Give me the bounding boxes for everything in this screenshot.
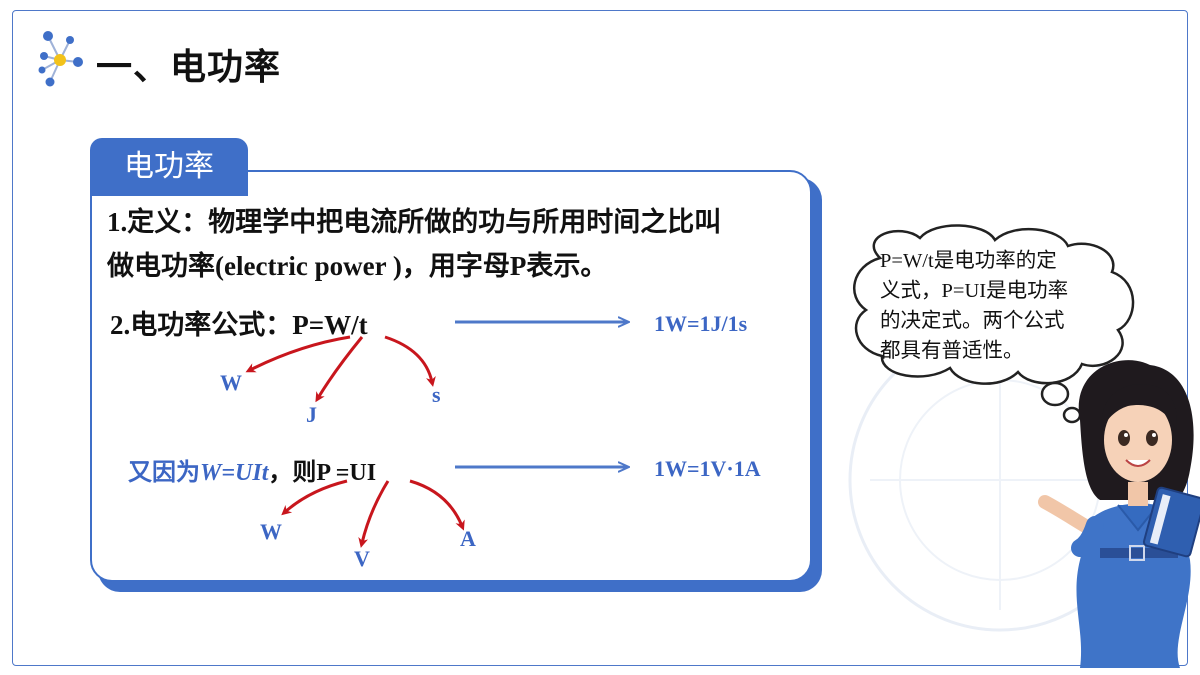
formula-unit-s: s [432,382,441,407]
content-card [90,170,812,582]
definition-line-2: 做电功率(electric power )，用字母P表示。 [107,251,608,281]
derived-prefix: 又因为 [128,460,200,486]
slide-frame [12,10,1188,666]
formula-unit-w: W [220,370,242,395]
formula-unit-j: J [306,402,317,427]
arrow-to-a [409,479,465,531]
arrow-to-j [315,336,364,403]
arrow-to-v [358,480,390,548]
formula-label: 2.电功率公式：P=W/t [110,310,368,340]
derived-mid: ，则P =UI [268,460,377,486]
molecule-network-icon [38,31,83,87]
bubble-line-1: P=W/t是电功率的定 [880,250,1057,272]
definition-text: 1.定义：物理学中把电流所做的功与所用时间之比叫 做电功率(electric p… [107,200,807,288]
bubble-line-4: 都具有普适性。 [880,340,1024,362]
thought-bubble-text: P=W/t是电功率的定 义式，P=UI是电功率 的决定式。两个公式 都具有普适性… [880,246,1116,366]
card-tab-label: 电功率 [124,149,214,184]
derived-expression: W=UIt [200,460,269,486]
derived-result: 1W=1V·1A [654,456,761,481]
derived-unit-w: W [260,519,282,544]
card-tab: 电功率 [90,138,248,196]
derived-unit-a: A [460,526,476,551]
derived-unit-v: V [354,546,370,571]
arrow-to-s [384,335,436,387]
arrow-to-w2 [281,479,348,516]
formula-result: 1W=1J/1s [654,311,748,336]
arrow-to-w [245,335,351,373]
definition-line-1: 1.定义：物理学中把电流所做的功与所用时间之比叫 [107,207,722,237]
page-title: 一、电功率 [96,47,282,88]
bubble-line-3: 的决定式。两个公式 [880,310,1065,332]
derived-formula: 又因为W=UIt，则P =UI [128,452,376,487]
bubble-line-2: 义式，P=UI是电功率 [880,280,1069,302]
